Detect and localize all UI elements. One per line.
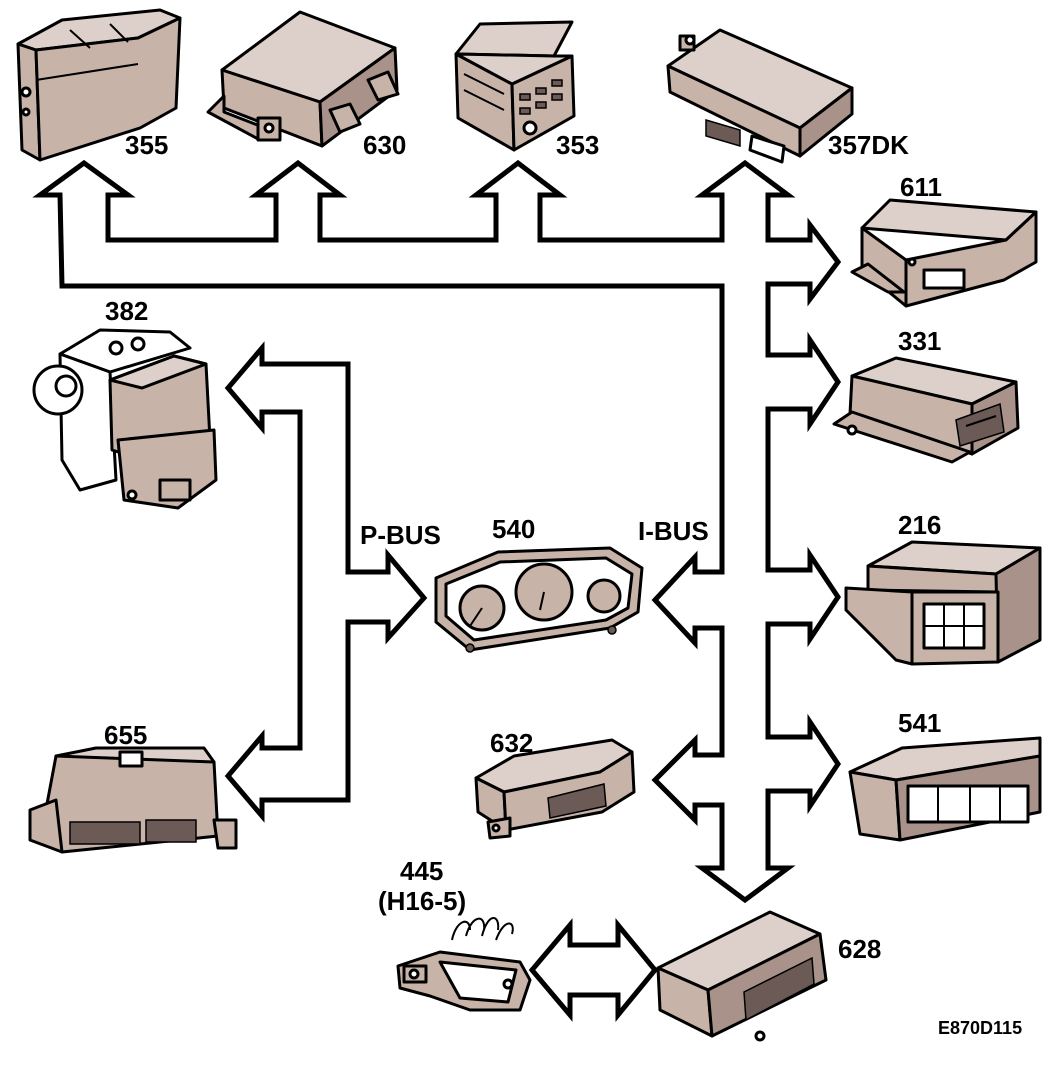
label-630: 630 bbox=[363, 130, 407, 160]
diag-arrow bbox=[528, 918, 659, 1022]
module-541-icon bbox=[848, 736, 1042, 842]
label-541: 541 bbox=[898, 708, 942, 738]
top-bus-arrow bbox=[32, 159, 842, 904]
label-p-bus: P-BUS bbox=[360, 520, 441, 550]
label-445: 445 bbox=[400, 856, 444, 886]
label-382: 382 bbox=[105, 296, 149, 326]
label-611: 611 bbox=[900, 172, 942, 202]
module-355-icon bbox=[16, 8, 182, 162]
label-355: 355 bbox=[125, 130, 169, 160]
label-i-bus: I-BUS bbox=[638, 516, 709, 546]
figure-code: E870D115 bbox=[938, 1018, 1023, 1038]
module-357dk-icon bbox=[666, 28, 854, 164]
label-331: 331 bbox=[898, 326, 942, 356]
module-216-icon bbox=[844, 540, 1042, 666]
label-357dk: 357DK bbox=[828, 130, 909, 160]
label-655: 655 bbox=[104, 720, 148, 750]
module-628-icon bbox=[656, 910, 828, 1042]
label-216: 216 bbox=[898, 510, 942, 540]
module-630-icon bbox=[206, 10, 400, 148]
p-bus-arrow bbox=[224, 341, 428, 823]
label-632: 632 bbox=[490, 728, 534, 758]
label-540: 540 bbox=[492, 514, 536, 544]
module-611-icon bbox=[850, 198, 1038, 308]
label-353: 353 bbox=[556, 130, 600, 160]
module-353-icon bbox=[454, 20, 576, 152]
module-331-icon bbox=[832, 356, 1020, 464]
module-632-icon bbox=[474, 738, 636, 840]
module-382-icon bbox=[32, 328, 218, 510]
module-540-icon bbox=[434, 546, 644, 653]
module-655-icon bbox=[28, 746, 238, 854]
label-628: 628 bbox=[838, 934, 882, 964]
label-445-sub: (H16-5) bbox=[378, 886, 467, 916]
module-445-icon bbox=[396, 917, 532, 1012]
